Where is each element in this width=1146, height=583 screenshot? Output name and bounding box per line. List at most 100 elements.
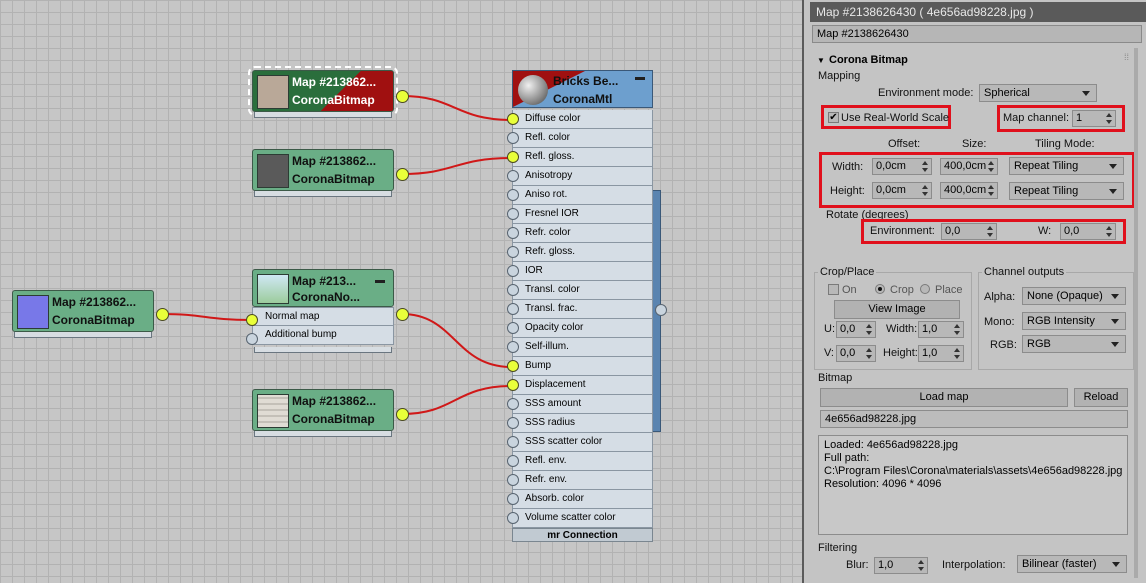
w-spinner[interactable]: 0,0 [1060, 223, 1116, 240]
slot-input-port[interactable] [507, 113, 519, 125]
material-slot[interactable]: SSS radius [507, 414, 653, 433]
material-slot[interactable]: Displacement [507, 376, 653, 395]
slot-input-port[interactable] [507, 246, 519, 258]
slot-input-port[interactable] [507, 398, 519, 410]
crop-on-checkbox[interactable] [828, 284, 839, 295]
output-port[interactable] [156, 308, 169, 321]
view-image-button[interactable]: View Image [834, 300, 960, 319]
height-offset-spinner[interactable]: 0,0cm [872, 182, 932, 199]
material-slot[interactable]: SSS scatter color [507, 433, 653, 452]
material-slot[interactable]: Volume scatter color [507, 509, 653, 528]
env-mode-dropdown[interactable]: Spherical [979, 84, 1097, 102]
material-slot[interactable]: SSS amount [507, 395, 653, 414]
panel-scrollbar[interactable] [1131, 48, 1141, 578]
normal-map-node[interactable]: Map #213... CoronaNo... Normal map Addit… [246, 269, 409, 359]
interpolation-dropdown[interactable]: Bilinear (faster) [1017, 555, 1127, 573]
real-world-scale-checkbox[interactable]: ✔ [828, 112, 839, 123]
rollout-title[interactable]: Corona Bitmap [829, 54, 908, 66]
material-slot[interactable]: Refl. gloss. [507, 148, 653, 167]
slot-input-port[interactable] [507, 455, 519, 467]
v-spinner[interactable]: 0,0 [836, 345, 876, 362]
spinner-arrows-icon[interactable] [866, 347, 873, 360]
slot-input-port[interactable] [507, 436, 519, 448]
material-slot[interactable]: Self-illum. [507, 338, 653, 357]
slot-input-port[interactable] [507, 227, 519, 239]
map-node-left[interactable]: Map #213862... CoronaBitmap [12, 290, 169, 338]
slot-input-port[interactable] [507, 170, 519, 182]
material-output-port[interactable] [655, 304, 667, 316]
crop-height-spinner[interactable]: 1,0 [918, 345, 964, 362]
slot-input-port[interactable] [507, 303, 519, 315]
slot-input-port[interactable] [507, 417, 519, 429]
environment-spinner[interactable]: 0,0 [941, 223, 997, 240]
mr-connection-footer[interactable]: mr Connection [512, 528, 653, 542]
width-offset-spinner[interactable]: 0,0cm [872, 158, 932, 175]
slot-input-port[interactable] [507, 360, 519, 372]
reload-button[interactable]: Reload [1074, 388, 1128, 407]
material-slot[interactable]: Refl. env. [507, 452, 653, 471]
place-radio[interactable] [920, 284, 930, 294]
mono-dropdown[interactable]: RGB Intensity [1022, 312, 1126, 330]
material-slot[interactable]: Fresnel IOR [507, 205, 653, 224]
map-name-field[interactable]: Map #2138626430 [812, 25, 1142, 43]
slot-input-port[interactable] [507, 322, 519, 334]
spinner-arrows-icon[interactable] [1106, 225, 1113, 238]
rollout-toggle-icon[interactable]: ▼ [817, 56, 825, 65]
spinner-arrows-icon[interactable] [988, 184, 995, 197]
output-port[interactable] [396, 408, 409, 421]
width-tiling-dropdown[interactable]: Repeat Tiling [1009, 157, 1124, 175]
rgb-dropdown[interactable]: RGB [1022, 335, 1126, 353]
map-channel-spinner[interactable]: 1 [1072, 110, 1116, 127]
spinner-arrows-icon[interactable] [922, 160, 929, 173]
material-slot[interactable]: Bump [507, 357, 653, 376]
slot-input-port[interactable] [507, 132, 519, 144]
spinner-arrows-icon[interactable] [1106, 112, 1113, 125]
slot-input-port[interactable] [507, 265, 519, 277]
material-slot[interactable]: Opacity color [507, 319, 653, 338]
input-port-normal-map[interactable] [246, 314, 258, 326]
map-node-displacement[interactable]: Map #213862... CoronaBitmap [252, 389, 409, 437]
map-node-2[interactable]: Map #213862... CoronaBitmap [252, 149, 409, 197]
slot-input-port[interactable] [507, 284, 519, 296]
crop-radio[interactable] [875, 284, 885, 294]
spinner-arrows-icon[interactable] [866, 323, 873, 336]
material-slot[interactable]: Refr. color [507, 224, 653, 243]
spinner-arrows-icon[interactable] [954, 323, 961, 336]
spinner-arrows-icon[interactable] [987, 225, 994, 238]
slot-input-port[interactable] [507, 341, 519, 353]
material-node-header[interactable]: Bricks Be... CoronaMtl [512, 70, 653, 108]
width-size-spinner[interactable]: 400,0cm [940, 158, 998, 175]
crop-width-spinner[interactable]: 1,0 [918, 321, 964, 338]
material-slot[interactable]: IOR [507, 262, 653, 281]
slot-input-port[interactable] [507, 493, 519, 505]
output-port[interactable] [396, 308, 409, 321]
blur-spinner[interactable]: 1,0 [874, 557, 928, 574]
slot-input-port[interactable] [507, 151, 519, 163]
slot-additional-bump[interactable]: Additional bump [252, 326, 394, 345]
material-slot[interactable]: Aniso rot. [507, 186, 653, 205]
material-slot[interactable]: Refr. gloss. [507, 243, 653, 262]
spinner-arrows-icon[interactable] [918, 559, 925, 572]
material-slot[interactable]: Refr. env. [507, 471, 653, 490]
material-slot[interactable]: Anisotropy [507, 167, 653, 186]
slot-input-port[interactable] [507, 474, 519, 486]
material-slot[interactable]: Transl. color [507, 281, 653, 300]
height-size-spinner[interactable]: 400,0cm [940, 182, 998, 199]
bitmap-filename-field[interactable]: 4e656ad98228.jpg [820, 410, 1128, 428]
slot-input-port[interactable] [507, 208, 519, 220]
output-port[interactable] [396, 168, 409, 181]
slot-input-port[interactable] [507, 512, 519, 524]
collapse-icon[interactable] [635, 77, 645, 80]
slot-input-port[interactable] [507, 189, 519, 201]
collapse-icon[interactable] [375, 280, 385, 283]
input-port-additional-bump[interactable] [246, 333, 258, 345]
load-map-button[interactable]: Load map [820, 388, 1068, 407]
material-slot[interactable]: Absorb. color [507, 490, 653, 509]
height-tiling-dropdown[interactable]: Repeat Tiling [1009, 182, 1124, 200]
slot-input-port[interactable] [507, 379, 519, 391]
map-node-1[interactable]: Map #213862... CoronaBitmap [248, 66, 409, 118]
alpha-dropdown[interactable]: None (Opaque) [1022, 287, 1126, 305]
slot-normal-map[interactable]: Normal map [252, 307, 394, 326]
output-port[interactable] [396, 90, 409, 103]
